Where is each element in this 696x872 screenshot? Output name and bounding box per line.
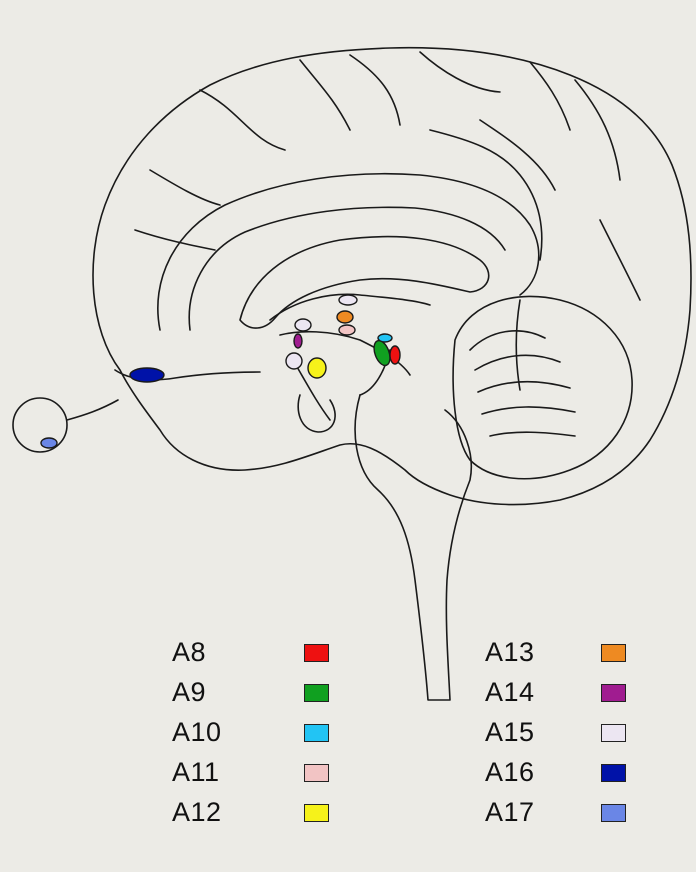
cell-group-a15-lower [286, 353, 302, 369]
legend-swatch-a9 [304, 684, 329, 702]
legend-swatch-a12 [304, 804, 329, 822]
legend-swatch-a11 [304, 764, 329, 782]
legend-label-a10: A10 [172, 717, 222, 748]
cell-group-a14 [294, 334, 302, 348]
legend-swatch-a15 [601, 724, 626, 742]
cerebellum-outline [453, 296, 632, 478]
cell-group-a16 [130, 368, 164, 382]
cell-group-a9 [371, 338, 393, 367]
cell-group-a11 [339, 325, 355, 335]
brainstem-outline [355, 395, 471, 700]
legend-label-a11: A11 [172, 757, 220, 788]
legend-label-a14: A14 [485, 677, 535, 708]
legend-swatch-a16 [601, 764, 626, 782]
legend-label-a8: A8 [172, 637, 206, 668]
legend-swatch-a8 [304, 644, 329, 662]
legend-label-a12: A12 [172, 797, 222, 828]
cortex-outline [93, 48, 691, 505]
legend-swatch-a10 [304, 724, 329, 742]
cell-group-a15-upper [339, 295, 357, 305]
cell-group-a10 [378, 334, 392, 342]
legend-swatch-a14 [601, 684, 626, 702]
cell-group-a15-mid [295, 319, 311, 331]
legend-swatch-a17 [601, 804, 626, 822]
cell-group-a13 [337, 311, 353, 323]
legend-label-a9: A9 [172, 677, 206, 708]
legend-swatch-a13 [601, 644, 626, 662]
cell-group-a17 [41, 438, 57, 448]
cell-group-a8 [390, 346, 400, 364]
legend-label-a17: A17 [485, 797, 535, 828]
cell-group-a12 [308, 358, 326, 378]
legend-label-a13: A13 [485, 637, 535, 668]
legend-label-a15: A15 [485, 717, 535, 748]
legend-label-a16: A16 [485, 757, 535, 788]
eye-outline [13, 398, 67, 452]
